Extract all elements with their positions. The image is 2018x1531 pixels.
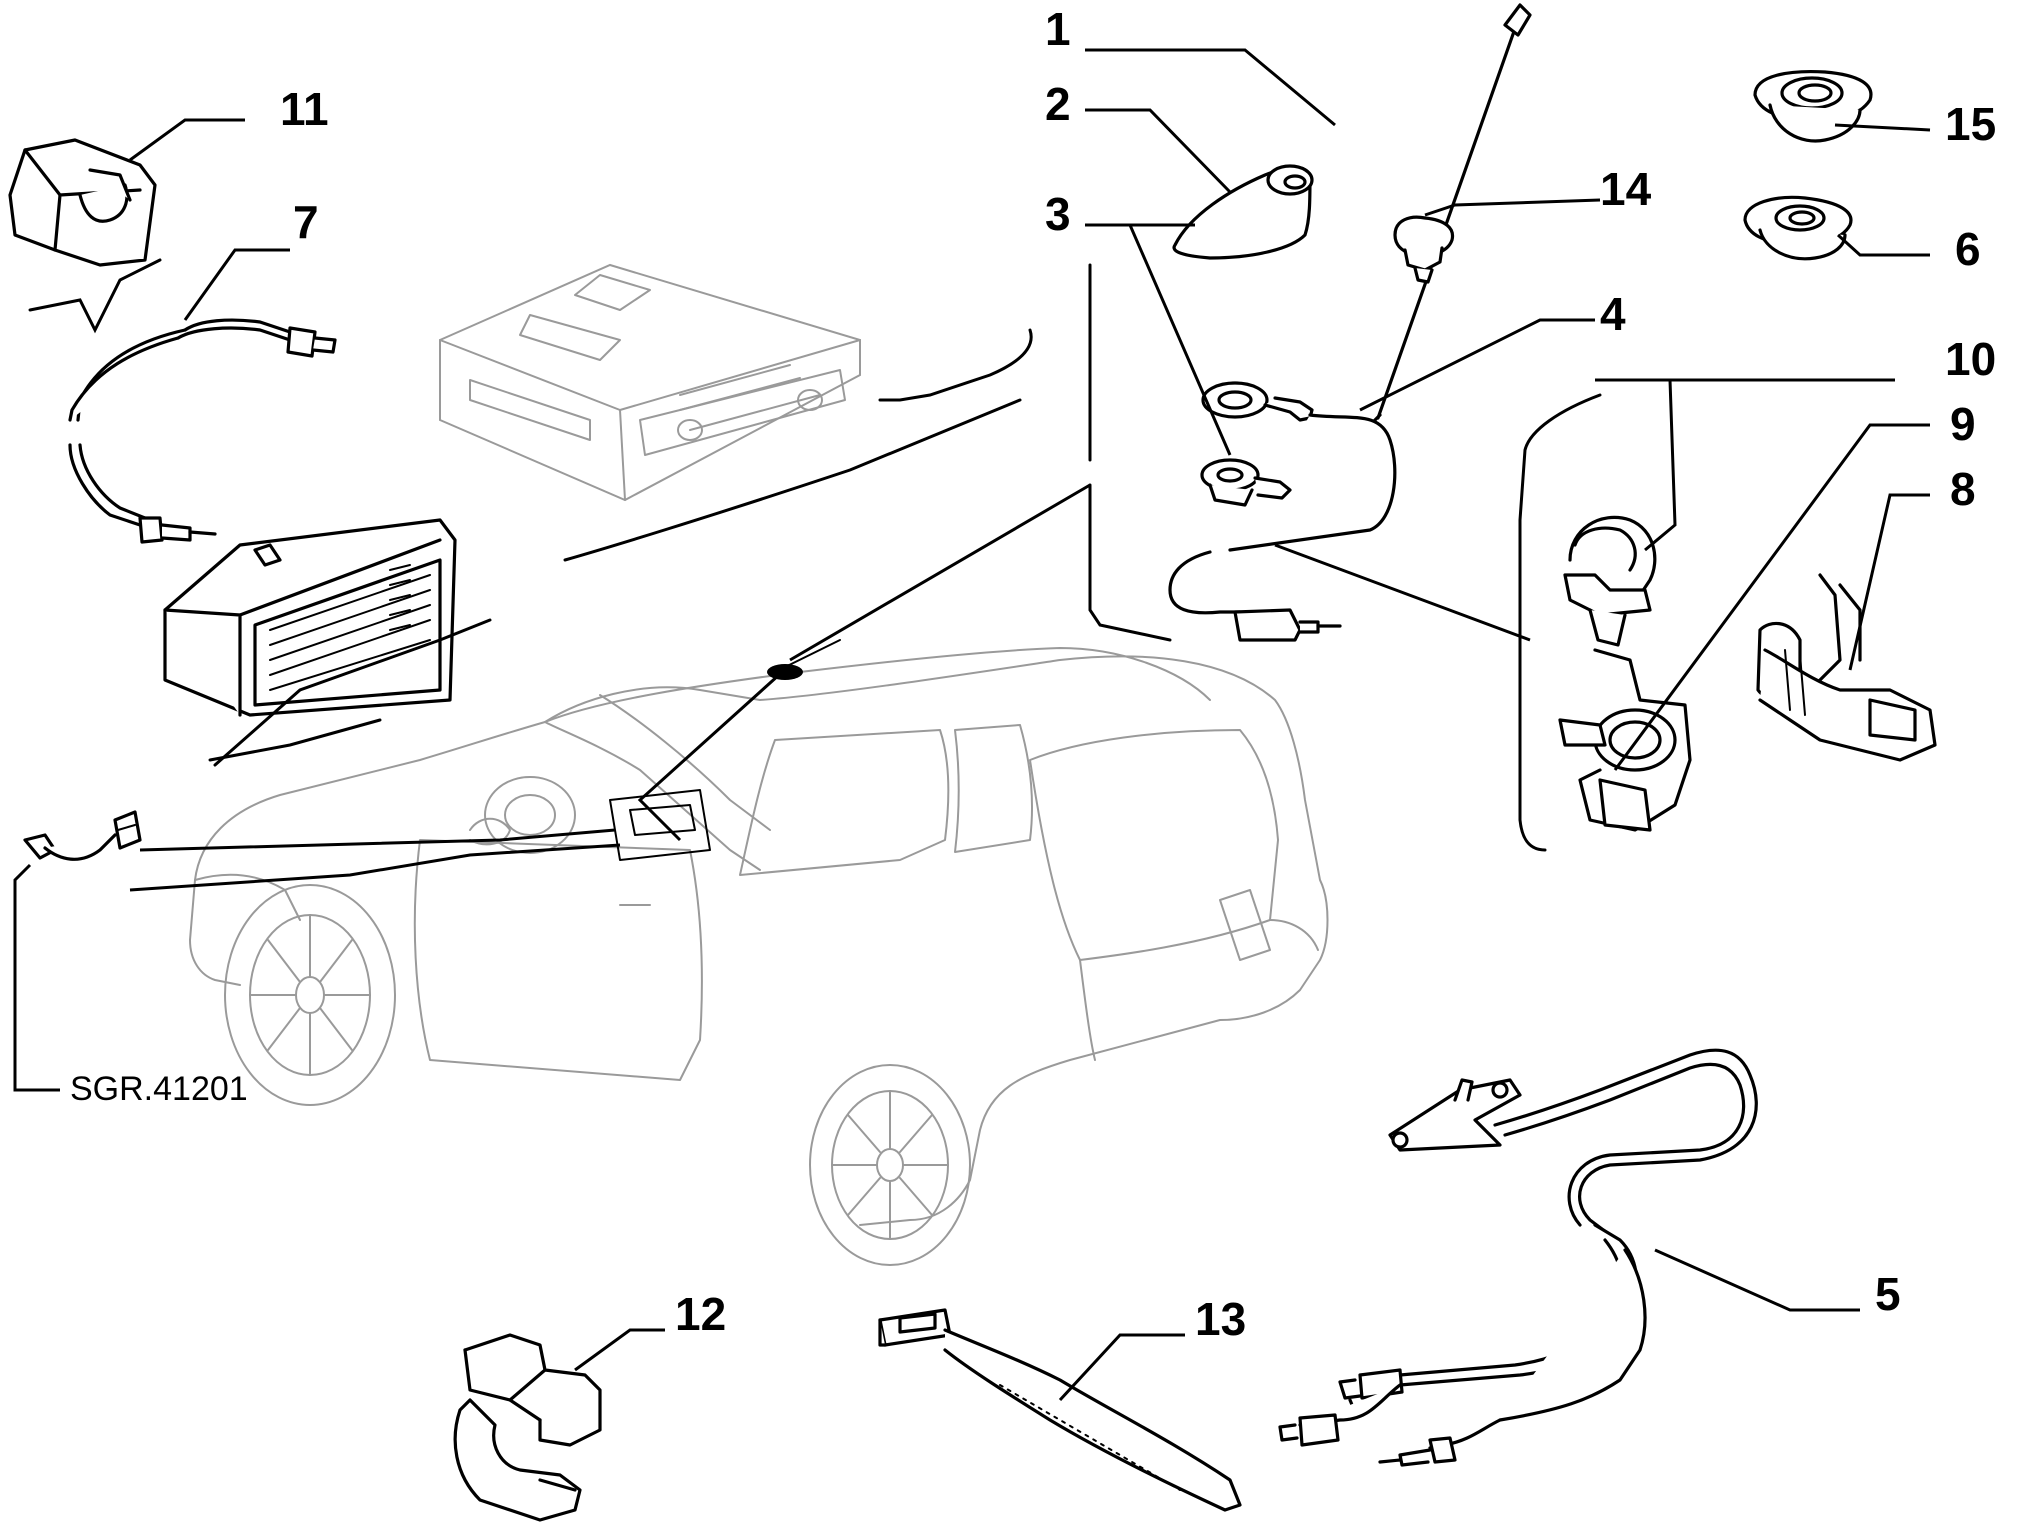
antenna-cable xyxy=(1168,381,1397,642)
reference-code: SGR.41201 xyxy=(70,1070,248,1108)
clamp-bracket xyxy=(453,1333,602,1522)
push-clip xyxy=(1393,215,1455,284)
callout-3: 3 xyxy=(1045,188,1071,240)
small-connector xyxy=(23,810,142,861)
car-illustration xyxy=(189,639,1329,1266)
section-dividers xyxy=(28,258,1602,852)
extension-cable xyxy=(68,318,337,544)
cable-clip-long xyxy=(1756,573,1937,762)
grommet-large xyxy=(1753,70,1873,143)
antenna-mount-nut xyxy=(1200,458,1292,507)
callout-6: 6 xyxy=(1955,223,1981,275)
callout-10: 10 xyxy=(1945,333,1996,385)
callout-labels: 1 2 3 4 5 6 7 8 9 10 11 12 13 14 15 SGR.… xyxy=(70,3,1996,1345)
callout-13: 13 xyxy=(1195,1293,1246,1345)
rear-wheel xyxy=(809,1064,971,1266)
cable-tie xyxy=(878,1308,1242,1512)
callout-11: 11 xyxy=(280,83,329,135)
callout-4: 4 xyxy=(1600,288,1626,340)
callout-12: 12 xyxy=(675,1288,726,1340)
speaker-module xyxy=(163,518,457,717)
cable-clip-round xyxy=(1558,648,1692,832)
callout-2: 2 xyxy=(1045,78,1071,130)
antenna-base xyxy=(1172,164,1314,260)
callout-1: 1 xyxy=(1045,3,1071,55)
cable-clamp xyxy=(8,138,157,267)
grommet-small xyxy=(1743,195,1853,261)
callout-7: 7 xyxy=(293,196,319,248)
cable-clip-small xyxy=(1563,515,1657,647)
leader-lines xyxy=(13,48,1931,1402)
callout-8: 8 xyxy=(1950,463,1976,515)
callout-14: 14 xyxy=(1600,163,1652,215)
radio-unit xyxy=(439,263,861,502)
callout-9: 9 xyxy=(1950,398,1976,450)
callout-5: 5 xyxy=(1875,1268,1901,1320)
antenna-harness xyxy=(1278,1048,1758,1467)
front-wheel xyxy=(224,884,396,1106)
callout-15: 15 xyxy=(1945,98,1996,150)
